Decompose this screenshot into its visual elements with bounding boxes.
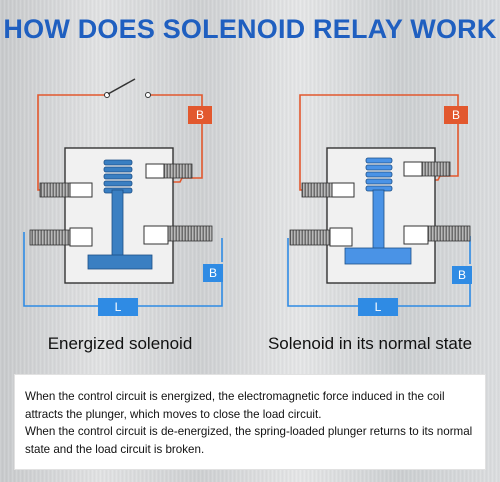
coil-terminal-left: [69, 182, 93, 198]
plunger-disc: [87, 254, 153, 270]
coil-stud-left: [39, 182, 71, 198]
load-stud-right: [167, 225, 213, 242]
load-contact-right: [143, 225, 169, 245]
coil-stud-left: [301, 182, 333, 198]
load-label-l-text: L: [115, 300, 122, 314]
control-label-text: B: [196, 108, 204, 122]
spring-icon: [365, 157, 393, 192]
open-switch-icon: [107, 78, 136, 95]
load-label-l-badge: [98, 298, 138, 316]
switch-contact-right: [145, 92, 151, 98]
coil-stud-right: [421, 161, 451, 177]
normal-state-diagram: B L B: [287, 94, 472, 316]
plunger-shaft: [372, 189, 385, 251]
plunger-disc: [344, 247, 412, 265]
description-de-energized: When the control circuit is de-energized…: [25, 425, 473, 456]
load-contact-left: [329, 227, 353, 247]
description-box: When the control circuit is energized, t…: [14, 374, 486, 470]
load-contact-right: [403, 225, 429, 245]
energized-caption: Energized solenoid: [47, 334, 193, 353]
control-circuit-wire: [299, 94, 459, 191]
load-label-l-badge: [358, 298, 398, 316]
load-contact-left: [69, 227, 93, 247]
load-label-b-text: B: [209, 266, 217, 280]
plunger-shaft: [111, 189, 124, 257]
relay-diagrams: B L B: [23, 78, 472, 316]
load-label-l-text: L: [375, 300, 382, 314]
control-label-badge: [444, 106, 468, 124]
load-stud-left: [29, 229, 71, 246]
page-title: HOW DOES SOLENOID RELAY WORK: [3, 14, 497, 44]
control-label-badge: [188, 106, 212, 124]
load-label-b-badge: [203, 264, 223, 282]
coil-terminal-right: [403, 161, 423, 177]
load-stud-left: [289, 229, 331, 246]
load-label-b-text: B: [458, 268, 466, 282]
load-circuit-wire: [23, 232, 223, 307]
spring-icon: [103, 159, 133, 194]
coil-terminal-left: [331, 182, 355, 198]
normal-state-caption: Solenoid in its normal state: [267, 334, 473, 353]
control-label-text: B: [452, 108, 460, 122]
coil-terminal-right: [145, 163, 165, 179]
description-energized: When the control circuit is energized, t…: [25, 390, 445, 421]
energized-diagram: B L B: [23, 78, 223, 316]
coil-stud-right: [163, 163, 193, 179]
load-label-b-badge: [452, 266, 472, 284]
load-stud-right: [427, 225, 471, 242]
